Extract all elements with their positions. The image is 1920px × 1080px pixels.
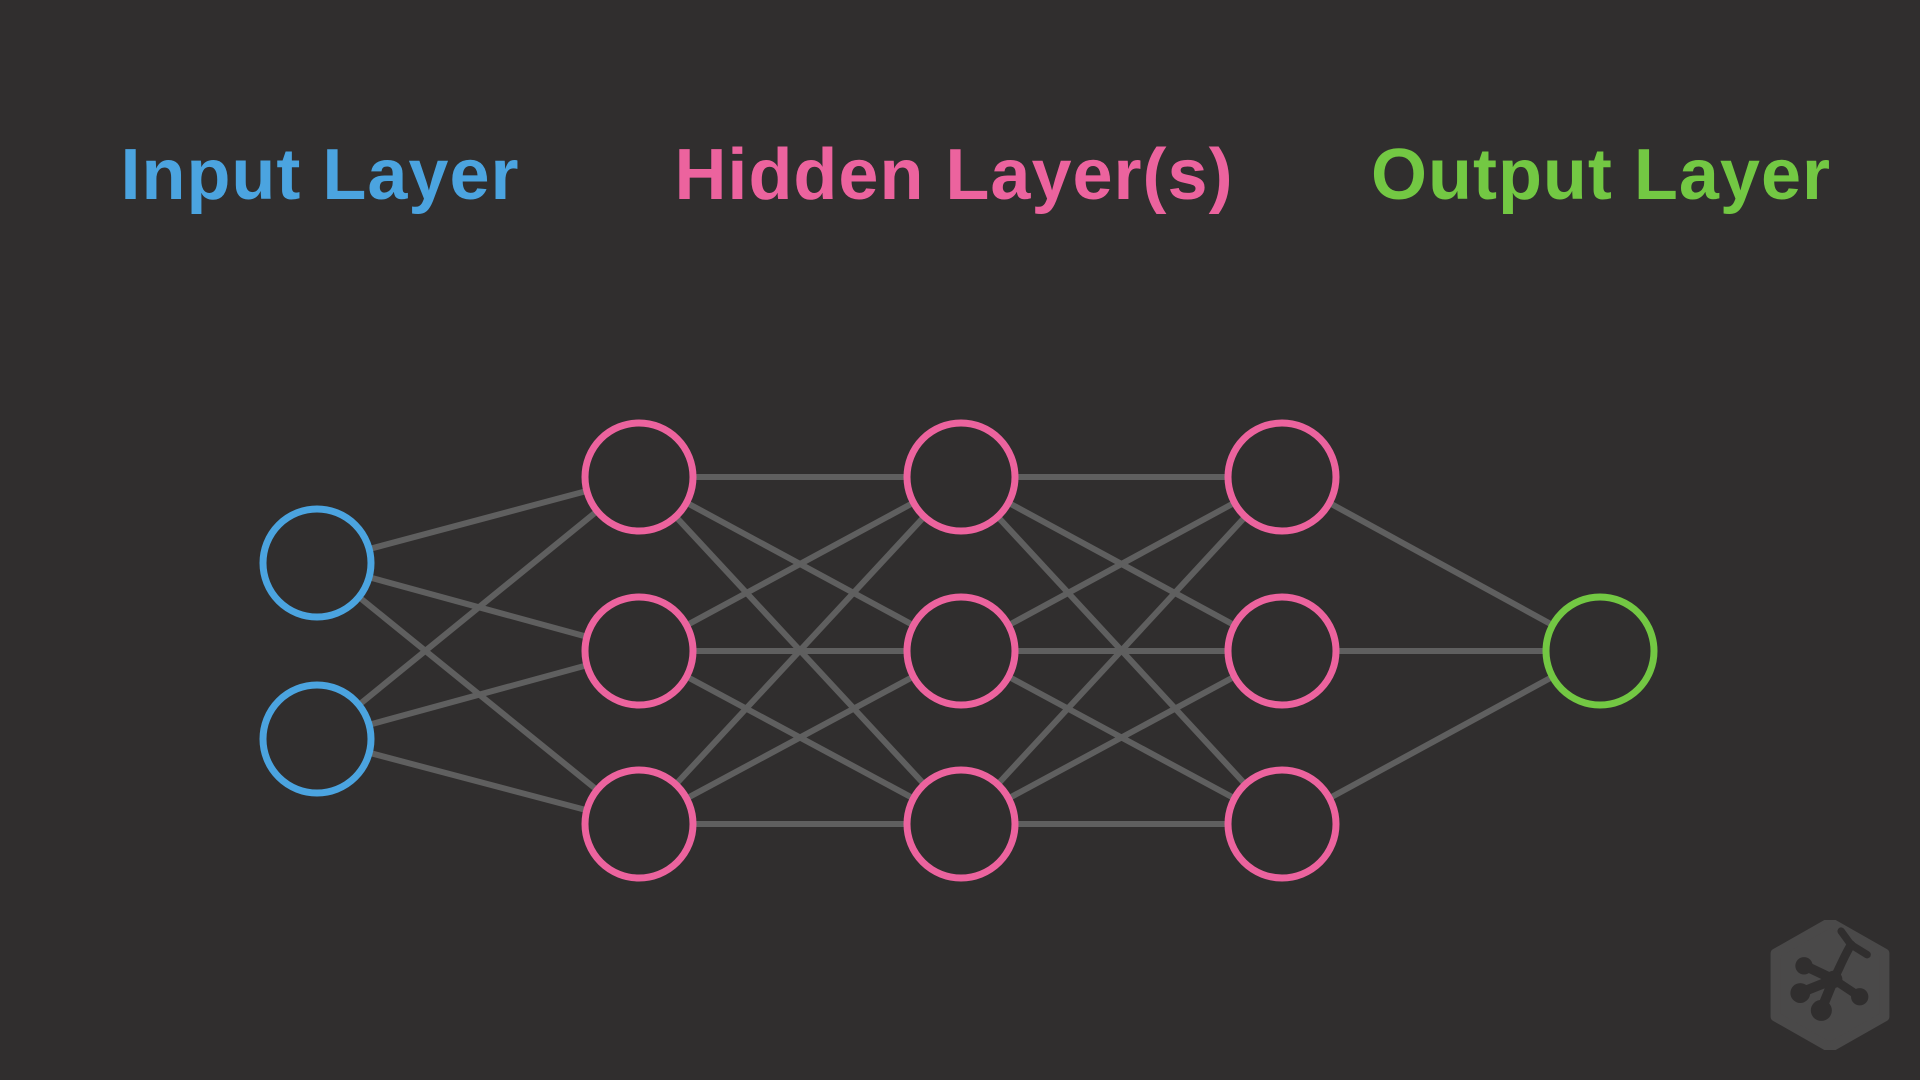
treehouse-logo-watermark: [1770, 920, 1890, 1050]
layer-label-output: Output Layer: [1370, 135, 1832, 215]
nodes-group: [259, 419, 1658, 882]
edge: [958, 474, 1285, 827]
node-output-1: [1542, 593, 1658, 709]
edge: [637, 474, 963, 654]
edge: [1280, 648, 1602, 827]
tree-branch-tips: [1790, 957, 1869, 1021]
node-hidden-2-2: [903, 593, 1019, 709]
edge: [959, 474, 1284, 654]
node-input-1: [259, 505, 375, 621]
node-input-2: [259, 681, 375, 797]
layer-label-hidden: Hidden Layer(s): [674, 135, 1234, 215]
layer-label-input: Input Layer: [120, 135, 520, 215]
node-hidden-3-3: [1224, 766, 1340, 882]
node-hidden-1-2: [581, 593, 697, 709]
node-hidden-2-3: [903, 766, 1019, 882]
edge: [637, 648, 963, 827]
edge: [1280, 474, 1602, 654]
node-hidden-2-1: [903, 419, 1019, 535]
node-hidden-3-1: [1224, 419, 1340, 535]
edge: [636, 474, 964, 827]
edge: [959, 648, 1284, 827]
node-hidden-1-1: [581, 419, 697, 535]
node-hidden-1-3: [581, 766, 697, 882]
edge: [315, 474, 641, 742]
node-hidden-3-2: [1224, 593, 1340, 709]
